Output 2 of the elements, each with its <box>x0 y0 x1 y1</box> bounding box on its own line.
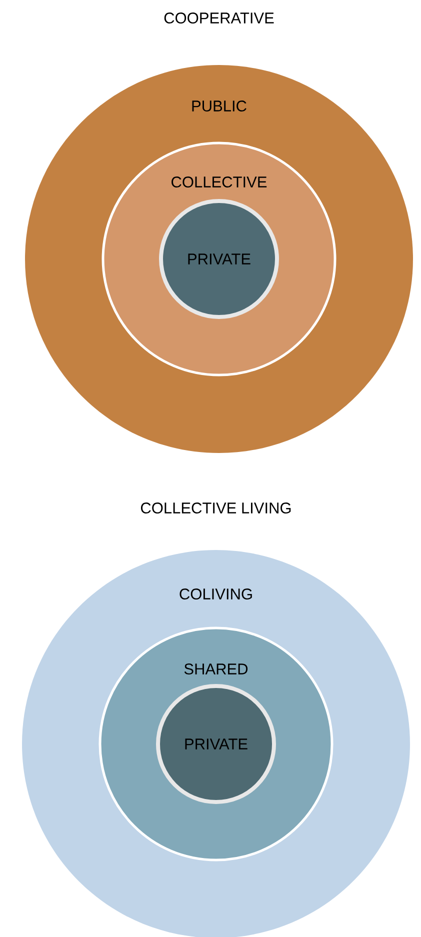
heading: COLLECTIVE LIVING <box>140 502 291 514</box>
heading: COOPERATIVE <box>164 12 274 24</box>
